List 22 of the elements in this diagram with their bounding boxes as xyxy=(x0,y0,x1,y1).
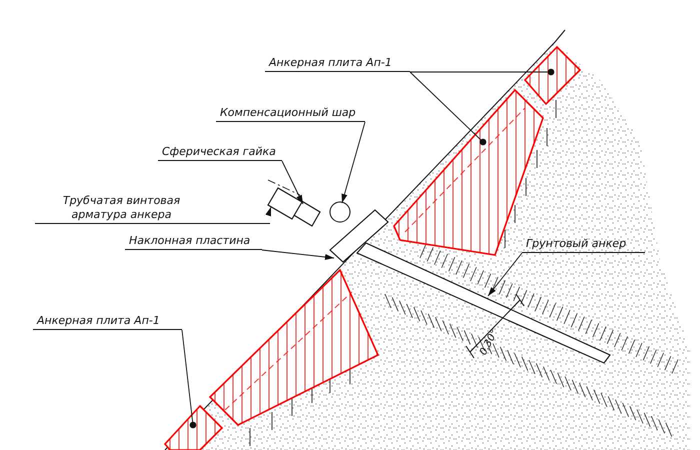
anchor-plate-drawing xyxy=(208,268,380,426)
angle-label: 0.30° xyxy=(478,328,501,358)
ball-shape xyxy=(330,202,350,222)
inclined-plate-drawing xyxy=(329,209,389,263)
callout-label: Анкерная плита Ап-1 xyxy=(33,314,182,330)
leader-line xyxy=(410,68,554,76)
callout-label: Сферическая гайка xyxy=(158,145,282,161)
leader-line xyxy=(262,250,334,260)
tube-drawing xyxy=(267,187,303,220)
anchor-plate-drawing xyxy=(524,46,582,106)
callout-label: Грунтовый анкер xyxy=(522,237,645,253)
anchor-plate-drawing xyxy=(164,404,224,450)
leader-line xyxy=(265,206,272,216)
leader-line xyxy=(410,72,486,146)
leader-line xyxy=(488,252,522,296)
leader-line xyxy=(282,160,304,204)
leader-line xyxy=(182,330,196,428)
callout-label: Наклонная пластина xyxy=(125,234,262,250)
callout-label: Анкерная плита Ап-1 xyxy=(265,56,410,72)
callout-label: Компенсационный шар xyxy=(216,106,365,122)
callout-label: Трубчатая винтовая арматура анкера xyxy=(35,194,270,224)
leader-line xyxy=(342,122,366,204)
